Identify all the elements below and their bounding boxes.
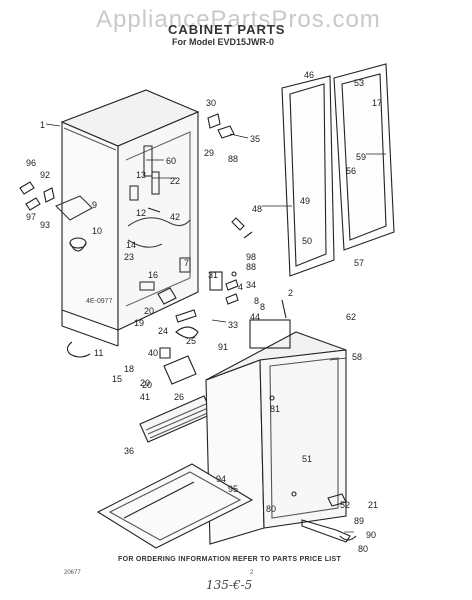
diagram-title: CABINET PARTS	[168, 22, 286, 37]
part-callout: 97	[26, 212, 37, 222]
part-callout: 20	[144, 306, 155, 316]
cabinet-side-face	[117, 111, 199, 331]
part-callout: 8	[254, 296, 260, 306]
part-callout: 48	[252, 204, 263, 214]
part-callout: 10	[92, 226, 103, 236]
part-callout: 60	[166, 156, 177, 166]
part-callout: 7	[184, 258, 190, 268]
part-callout: 81	[270, 404, 281, 414]
part-callout: 18	[124, 364, 135, 374]
page-mark: 2	[250, 570, 254, 576]
part-callout: 94	[216, 474, 227, 484]
part-callout: 57	[354, 258, 365, 268]
part-callout: 80	[266, 504, 277, 514]
model-subtitle: For Model EVD15JWR-0	[172, 37, 275, 47]
part-callout: 22	[170, 176, 181, 186]
part-callout: 92	[40, 170, 51, 180]
part-callout: 52	[340, 500, 351, 510]
part-callout: 2	[288, 288, 294, 298]
part-callout: 58	[352, 352, 363, 362]
part-callout: 21	[368, 500, 379, 510]
part-callout: 13	[136, 170, 147, 180]
part-callout: 16	[148, 270, 159, 280]
part-callout: 41	[140, 392, 151, 402]
part-callout: 15	[112, 374, 123, 384]
part-callout: 93	[40, 220, 51, 230]
lower-cabinet-side	[259, 349, 347, 529]
part-callout: 30	[206, 98, 217, 108]
ordering-note: FOR ORDERING INFORMATION REFER TO PARTS …	[118, 556, 342, 563]
part-callout: 29	[204, 148, 215, 158]
door-frame-rear	[333, 63, 395, 251]
part-callout: 26	[174, 392, 185, 402]
part-callout: 91	[218, 342, 229, 352]
part-callout: 98	[246, 252, 257, 262]
part-callout: 46	[304, 70, 315, 80]
part-callout: 42	[170, 212, 181, 222]
part-callout: 44	[250, 312, 261, 322]
part-callout: 19	[134, 318, 145, 328]
part-callout: 17	[372, 98, 383, 108]
part-callout: 90	[366, 530, 377, 540]
part-callout: 56	[346, 166, 357, 176]
part-callout: 36	[124, 446, 135, 456]
part-callout: 14	[126, 240, 137, 250]
corner-code: 20677	[64, 570, 81, 576]
part-callout: 20	[140, 378, 151, 388]
part-callout: 88	[246, 262, 257, 272]
part-callout: 89	[354, 516, 365, 526]
base-grille	[139, 395, 213, 443]
part-callout: 8	[260, 302, 266, 312]
diagram-code: 4E-0977	[86, 298, 113, 305]
part-callout: 31	[208, 270, 219, 280]
part-callout: 20	[142, 380, 153, 390]
site-watermark: AppliancePartsPros.com	[96, 6, 381, 33]
part-callout: 33	[228, 320, 239, 330]
part-callout: 40	[148, 348, 159, 358]
handwritten-note: 135-€-5	[206, 578, 253, 592]
part-callout: 23	[124, 252, 135, 262]
part-callout: 1	[40, 120, 46, 130]
part-callout: 34	[246, 280, 257, 290]
part-callout: 4	[238, 282, 244, 292]
part-callout: 53	[354, 78, 365, 88]
part-callout: 96	[26, 158, 37, 168]
part-callout: 49	[300, 196, 311, 206]
part-callout: 80	[358, 544, 369, 554]
part-callout: 35	[250, 134, 261, 144]
part-callout: 9	[92, 200, 98, 210]
part-callout: 59	[356, 152, 367, 162]
part-callout: 11	[94, 348, 104, 358]
part-callout: 50	[302, 236, 313, 246]
part-callout: 25	[186, 336, 197, 346]
part-callout: 24	[158, 326, 169, 336]
part-callout: 62	[346, 312, 357, 322]
part-callout: 95	[228, 484, 239, 494]
part-callout: 88	[228, 154, 239, 164]
part-callout: 51	[302, 454, 313, 464]
part-callout: 12	[136, 208, 147, 218]
